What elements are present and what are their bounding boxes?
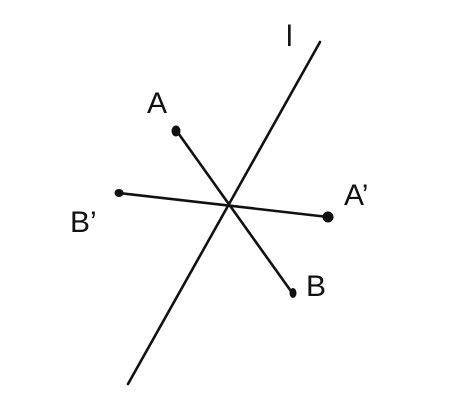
point-label-a-prime: A’ bbox=[344, 179, 368, 212]
point-a-prime-dot bbox=[322, 211, 334, 223]
point-label-b-prime: B’ bbox=[70, 206, 97, 239]
point-b-dot bbox=[289, 288, 297, 298]
line-label-l: l bbox=[286, 20, 293, 53]
point-label-a: A bbox=[147, 87, 167, 120]
segment-ab bbox=[174, 128, 295, 296]
point-b-prime-dot bbox=[114, 189, 124, 197]
segment-b-prime-a-prime bbox=[117, 191, 330, 219]
line-l bbox=[126, 40, 322, 386]
point-a-dot bbox=[171, 125, 181, 137]
point-label-b: B bbox=[306, 270, 326, 303]
